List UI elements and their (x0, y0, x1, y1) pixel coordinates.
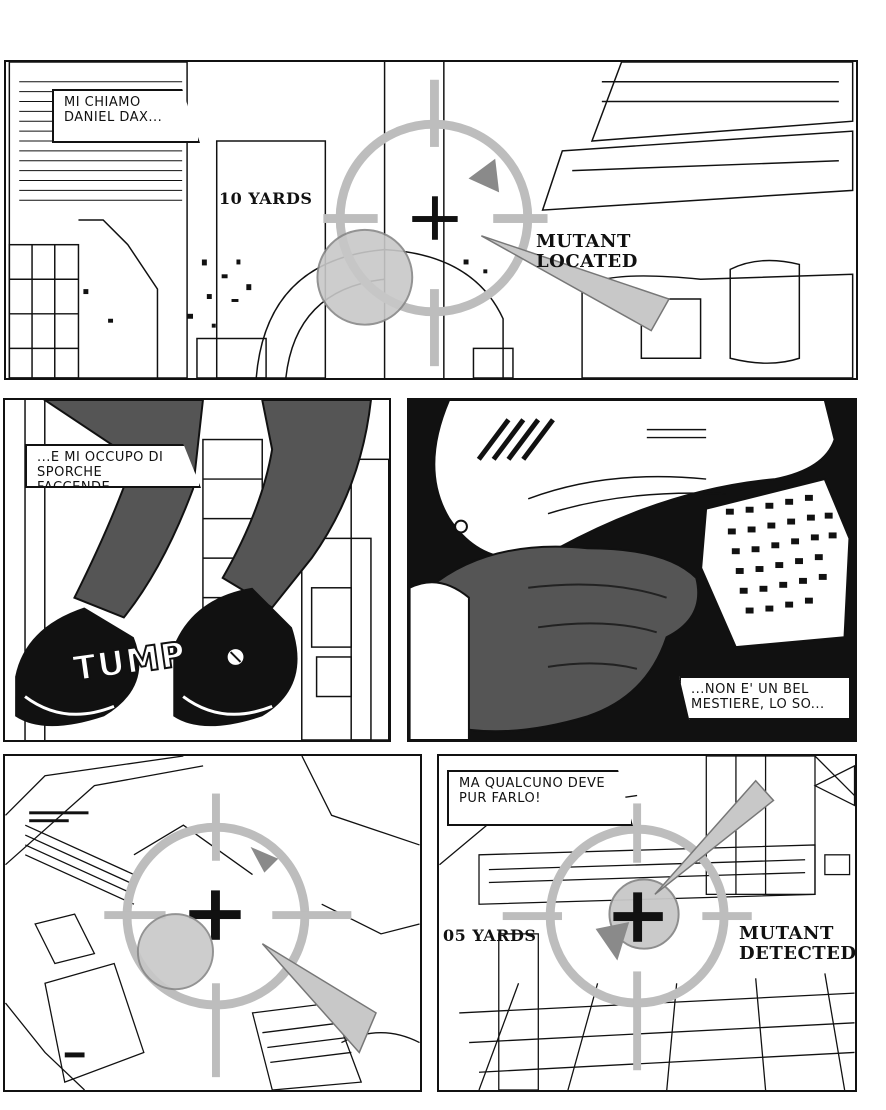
panel-3-art (409, 400, 851, 740)
distance-readout: 05 YARDS (443, 926, 537, 945)
crosshair-reticle-icon (502, 779, 775, 1071)
caption-text: ...E MI OCCUPO DI SPORCHE FACCENDE... (37, 450, 164, 495)
status-line-1: MUTANT (739, 923, 834, 944)
panel-4 (3, 754, 422, 1092)
caption-text: ...NON E' UN BEL MESTIERE, LO SO... (691, 682, 825, 712)
crosshair-reticle-icon (316, 79, 671, 367)
panel-2: ...E MI OCCUPO DI SPORCHE FACCENDE... TU… (3, 398, 391, 742)
status-line-2: LOCATED (536, 251, 638, 272)
status-readout: MUTANT LOCATED (536, 232, 638, 272)
panel-4-art (5, 756, 420, 1090)
panel-1-caption: MI CHIAMO DANIEL DAX... (52, 89, 200, 143)
panel-3-caption: ...NON E' UN BEL MESTIERE, LO SO... (679, 676, 851, 720)
status-line-2: DETECTED (739, 943, 857, 964)
panel-1: MI CHIAMO DANIEL DAX... 10 YARDS MUTANT … (4, 60, 858, 380)
status-line-1: MUTANT (536, 231, 631, 252)
distance-readout: 10 YARDS (219, 189, 313, 208)
panel-3: ...NON E' UN BEL MESTIERE, LO SO... (407, 398, 857, 742)
panel-5-caption: MA QUALCUNO DEVE PUR FARLO! (447, 770, 633, 826)
panel-1-art (8, 62, 854, 378)
panel-2-caption: ...E MI OCCUPO DI SPORCHE FACCENDE... (25, 444, 201, 488)
crosshair-reticle-icon (104, 793, 377, 1078)
status-readout: MUTANT DETECTED (739, 923, 857, 964)
panel-5: MA QUALCUNO DEVE PUR FARLO! 05 YARDS MUT… (437, 754, 857, 1092)
caption-text: MI CHIAMO DANIEL DAX... (64, 95, 163, 125)
caption-text: MA QUALCUNO DEVE PUR FARLO! (459, 776, 606, 806)
